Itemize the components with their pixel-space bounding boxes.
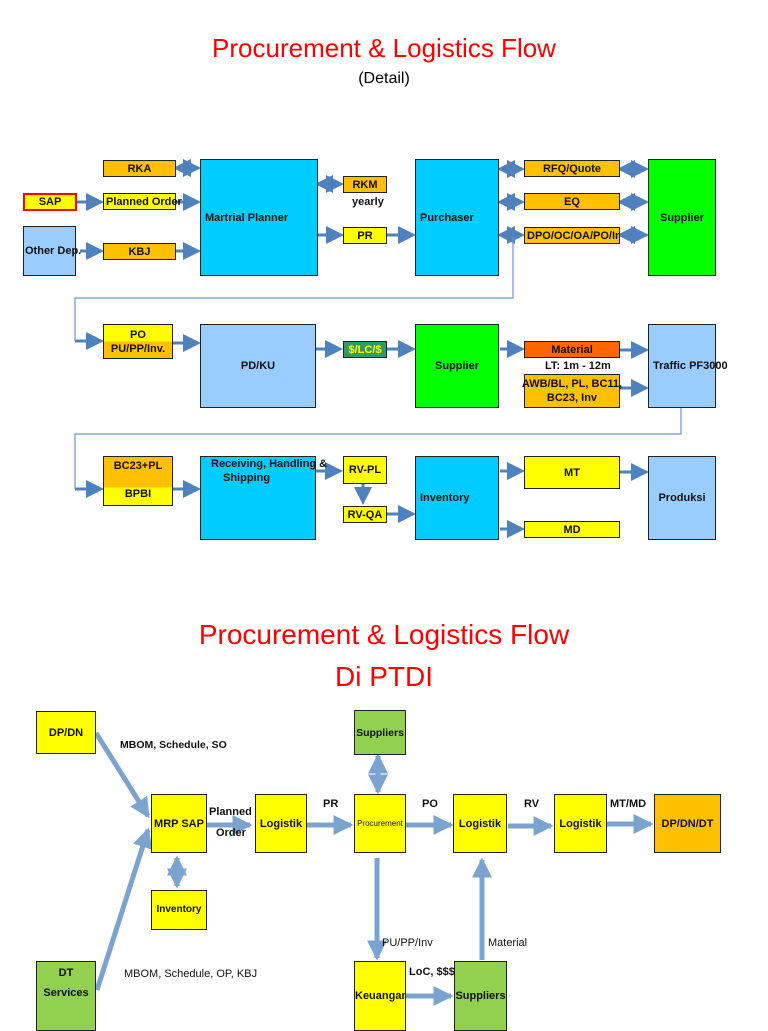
diagram1-title: Procurement & Logistics Flow <box>212 33 556 63</box>
node-inventory-2: Inventory <box>151 890 207 930</box>
dt-line1: DT <box>58 967 74 979</box>
node-md: MD <box>524 521 620 538</box>
node-logistik-3: Logistik <box>554 794 607 853</box>
node-purchaser: Purchaser <box>415 159 499 276</box>
node-supplier-1: Supplier <box>648 159 716 276</box>
node-rv-pl: RV-PL <box>343 456 387 484</box>
label-material: Material <box>488 937 528 949</box>
label-pr: PR <box>323 798 339 810</box>
node-material-planner: Martrial Planner <box>200 159 318 276</box>
node-sap: SAP <box>23 193 77 211</box>
node-supplier-2: Supplier <box>415 324 499 408</box>
node-dpo: DPO/OC/OA/PO/Inv <box>524 227 620 244</box>
node-pu-pp-inv-label: PU/PP/Inv. <box>110 342 166 355</box>
node-shipping-docs: AWB/BL, PL, BC11, BC23, Inv <box>521 374 623 408</box>
label-pu-pp-inv: PU/PP/Inv <box>382 937 433 949</box>
connector-traffic-to-row3 <box>74 407 682 489</box>
node-rkm: RKM <box>343 176 387 193</box>
label-lead-time: LT: 1m - 12m <box>545 360 611 372</box>
diagram1-subtitle: (Detail) <box>358 70 410 87</box>
node-suppliers-top: Suppliers <box>354 710 406 755</box>
node-lc: $/LC/$ <box>343 341 387 358</box>
arrow-dt-mrp <box>94 827 153 991</box>
node-bc23-label: BC23+PL <box>113 460 163 472</box>
receiving-line1: Receiving, Handling & <box>211 458 328 470</box>
connector-purchaser-to-row2 <box>74 237 514 341</box>
node-pr: PR <box>343 227 387 244</box>
node-dp-dn-dt: DP/DN/DT <box>654 794 721 853</box>
receiving-line2: Shipping <box>223 472 271 484</box>
node-receiving: Receiving, Handling & Shipping <box>200 456 327 540</box>
node-bpbi-label: BPBI <box>124 488 152 500</box>
node-mrp-sap: MRP SAP <box>151 794 207 853</box>
node-keuangan: Keuangan <box>354 961 406 1031</box>
node-procurement: Procurement <box>354 794 406 853</box>
docs-line1: AWB/BL, PL, BC11, <box>521 378 623 390</box>
label-order: Order <box>216 827 246 839</box>
node-logistik-2: Logistik <box>453 794 507 853</box>
node-dt-services: DT Services <box>36 961 96 1031</box>
label-mbom-so: MBOM, Schedule, SO <box>120 739 227 751</box>
node-mt: MT <box>524 456 620 489</box>
node-suppliers-bottom: Suppliers <box>454 961 507 1031</box>
node-material: Material <box>524 341 620 358</box>
label-yearly: yearly <box>352 196 384 208</box>
label-planned: Planned <box>209 806 252 818</box>
node-planned-order: Planned Order <box>103 193 182 210</box>
node-po-label: PO <box>130 328 146 341</box>
node-po-pu: PO PU/PP/Inv. <box>103 324 173 359</box>
node-produksi: Produksi <box>648 456 716 540</box>
node-eq: EQ <box>524 193 620 210</box>
dt-line2: Services <box>43 987 89 999</box>
node-dp-dn: DP/DN <box>36 711 96 754</box>
label-loc: LoC, $$$ <box>409 966 455 978</box>
node-traffic: Traffic PF3000 <box>648 324 728 408</box>
docs-line2: BC23, Inv <box>546 392 598 404</box>
node-logistik-1: Logistik <box>255 794 307 853</box>
label-mt-md: MT/MD <box>610 798 647 810</box>
diagram2-title-line1: Procurement & Logistics Flow <box>198 619 570 650</box>
node-kbj: KBJ <box>103 243 176 260</box>
node-rv-qa: RV-QA <box>343 506 387 523</box>
node-other-dep: Other Dep. <box>23 226 81 276</box>
node-inventory-1: Inventory <box>415 456 499 540</box>
label-po: PO <box>422 798 438 810</box>
arrow-dpdn-mrp <box>93 731 151 819</box>
diagram2-title-line2: Di PTDI <box>335 661 433 692</box>
label-rv: RV <box>524 798 540 810</box>
node-rfq-quote: RFQ/Quote <box>524 160 620 177</box>
node-pd-ku: PD/KU <box>200 324 316 408</box>
node-rka: RKA <box>103 160 176 177</box>
label-mbom-kbj: MBOM, Schedule, OP, KBJ <box>124 968 258 980</box>
node-bc23-bpbi: BC23+PL BPBI <box>103 456 173 506</box>
